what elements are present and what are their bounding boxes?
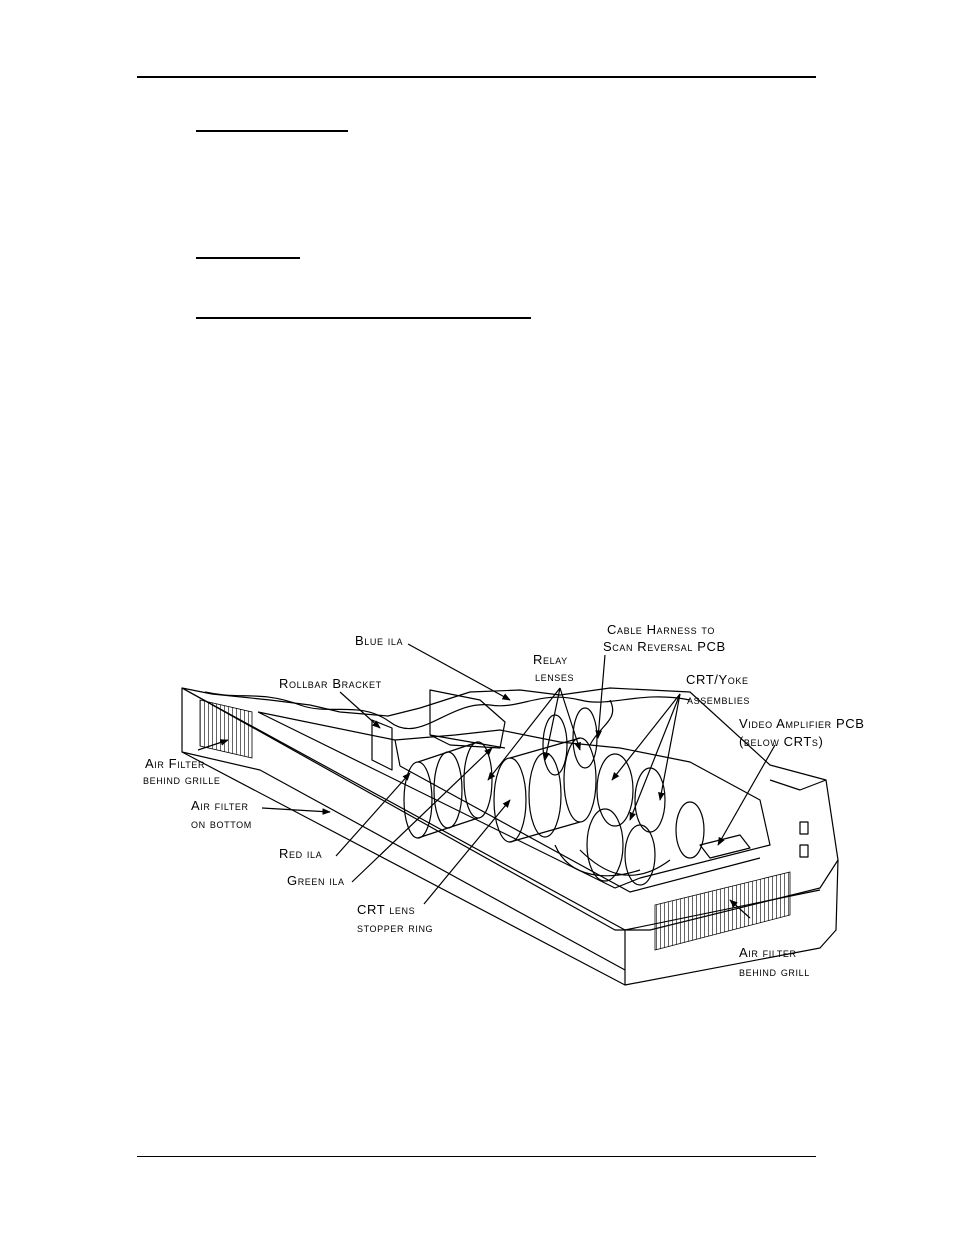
label-red-ila: Red ila — [279, 846, 323, 861]
blue-ila-block — [429, 689, 506, 749]
leader-crt-2 — [629, 693, 681, 821]
heading-underline-2 — [196, 257, 300, 259]
crt-2 — [586, 808, 624, 882]
label-rollbar-bracket: Rollbar Bracket — [279, 676, 382, 691]
label-air-filter-bottom-line1: Air filter — [191, 798, 249, 813]
label-air-filter-grille-line2: behind grille — [143, 772, 221, 787]
label-air-filter-grille-line1: Air Filter — [145, 756, 206, 771]
grille-left — [199, 699, 253, 759]
label-cable-harness-line2: Scan Reversal PCB — [603, 639, 726, 654]
red-lens-1 — [403, 761, 433, 839]
label-crt-lens-line1: CRT lens — [357, 902, 416, 917]
footer-rule — [137, 1156, 816, 1157]
leader-relay-1 — [487, 687, 561, 781]
grille-right — [654, 871, 791, 951]
label-video-amp-line1: Video Amplifier PCB — [739, 716, 865, 731]
video-amp-pcb — [699, 834, 751, 859]
heading-underline-3 — [196, 317, 531, 319]
leader-air-filter-grill — [729, 899, 751, 919]
leader-red-ila — [335, 772, 411, 857]
connector-2 — [799, 844, 809, 858]
heading-underline-1 — [196, 130, 348, 132]
leader-rollbar — [339, 691, 381, 729]
leader-air-filter-bottom — [261, 807, 331, 815]
leader-air-filter-grille — [197, 739, 229, 751]
leader-cable-harness — [595, 654, 606, 739]
cutaway-edge — [204, 691, 691, 729]
label-relay-line2: lenses — [535, 669, 575, 684]
header-rule — [137, 76, 816, 78]
label-green-ila: Green ila — [287, 873, 345, 888]
inner-tray — [257, 711, 771, 889]
label-air-filter-grill-line1: Air filter — [739, 945, 797, 960]
leader-relay-3 — [559, 687, 581, 751]
label-crt-yoke-line1: CRT/Yoke — [686, 672, 749, 687]
connector-1 — [799, 821, 809, 835]
label-air-filter-grill-line2: behind grill — [739, 964, 810, 979]
cabinet-right-face — [624, 859, 839, 986]
label-video-amp-line2: (below CRTs) — [739, 734, 824, 749]
leader-crt-lens — [423, 799, 511, 905]
label-air-filter-bottom-line2: on bottom — [191, 816, 252, 831]
label-cable-harness-line1: Cable Harness to — [607, 622, 715, 637]
leader-relay-2 — [543, 687, 561, 761]
label-crt-yoke-line2: assemblies — [687, 692, 751, 707]
label-relay-line1: Relay — [533, 652, 568, 667]
crt-3 — [675, 801, 705, 859]
rollbar-bracket — [371, 719, 393, 771]
leader-blue-ila — [407, 643, 511, 701]
leader-green-ila — [351, 747, 493, 883]
leader-video-amp — [717, 744, 776, 846]
leader-crt-3 — [658, 693, 681, 801]
label-crt-lens-line2: stopper ring — [357, 920, 434, 935]
blue-lens-1 — [542, 714, 568, 776]
crt-1 — [596, 753, 634, 827]
label-blue-ila: Blue ila — [355, 633, 404, 648]
leader-crt-1 — [611, 693, 681, 781]
